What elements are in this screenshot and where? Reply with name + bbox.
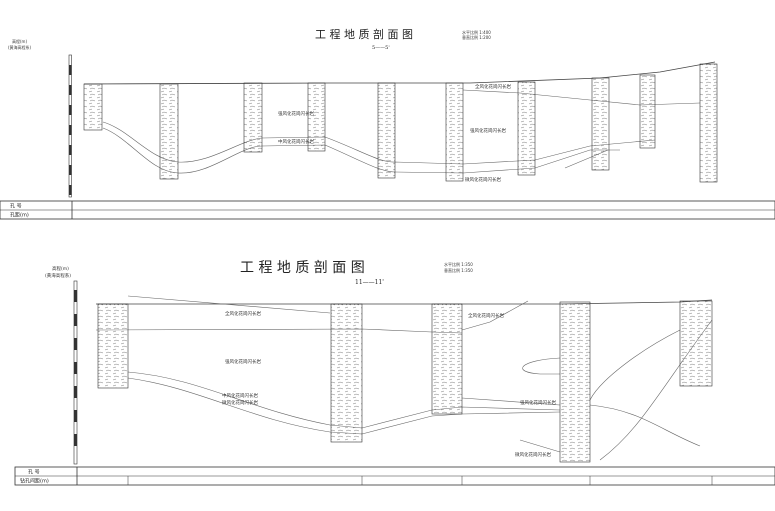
ground-line: [83, 61, 716, 85]
borehole: [97, 303, 129, 389]
scale-horizontal: 水平比例 1:350: [444, 261, 473, 267]
borehole: [243, 82, 263, 153]
borehole: [517, 81, 536, 176]
borehole: [679, 300, 713, 387]
layer-label: 微风化花岗闪长岩: [515, 451, 551, 458]
axis-label: 高程(m): [52, 265, 69, 272]
section-subtitle: 11——11': [355, 279, 384, 286]
layer-label: 强风化花岗闪长岩: [278, 110, 314, 117]
table-row-label: 孔 号: [28, 469, 40, 476]
data-table: 孔 号 钻孔间距(m): [14, 466, 775, 486]
layer-label: 中风化花岗闪长岩: [222, 392, 258, 399]
borehole: [159, 83, 179, 180]
borehole: [83, 83, 103, 131]
borehole: [431, 303, 463, 415]
boreholes: [97, 300, 713, 463]
layer-label: 强风化花岗闪长岩: [470, 127, 506, 134]
borehole: [591, 77, 610, 171]
elevation-scale-bar: [73, 280, 78, 465]
section-5-5: 工 程 地 质 剖 面 图 5——5' 水平比例 1:400 垂直比例 1:20…: [0, 27, 775, 220]
ground-line: [96, 299, 713, 305]
section-11-11: 工 程 地 质 剖 面 图 11——11' 水平比例 1:350 垂直比例 1:…: [14, 260, 775, 486]
borehole: [377, 82, 396, 179]
table-row-label: 孔 号: [10, 203, 22, 210]
layer-label: 中风化花岗闪长岩: [278, 138, 314, 145]
borehole: [330, 303, 363, 443]
layer-label: 全风化花岗闪长岩: [225, 310, 261, 317]
borehole: [699, 63, 718, 183]
lens-boundary: [522, 357, 561, 375]
layer-boundary-full: [462, 89, 701, 106]
scale-vertical: 垂直比例 1:200: [462, 34, 491, 40]
section-subtitle: 5——5': [372, 45, 390, 51]
table-row-label: 孔距(m): [10, 212, 29, 219]
scale-horizontal: 水平比例 1:400: [462, 29, 491, 35]
layer-boundary-moderate: [102, 127, 620, 174]
layer-label: 全风化花岗闪长岩: [468, 312, 504, 319]
layer-boundary-full: [95, 300, 529, 334]
table-row-label: 钻孔间距(m): [20, 478, 49, 485]
ground-line-slope: [127, 295, 331, 314]
layer-boundary-deep: [461, 397, 701, 453]
layer-label: 强风化花岗闪长岩: [520, 399, 556, 406]
borehole: [639, 74, 656, 149]
axis-datum: (黄海高程系): [45, 272, 71, 279]
section-title: 工 程 地 质 剖 面 图: [240, 260, 365, 276]
data-table: 孔 号 孔距(m): [0, 200, 775, 220]
boreholes: [83, 63, 718, 183]
axis-datum: (黄海高程系): [8, 44, 32, 50]
layer-label: 全风化花岗闪长岩: [475, 83, 511, 90]
layer-label: 微风化花岗闪长岩: [465, 176, 501, 183]
section-title: 工 程 地 质 剖 面 图: [315, 27, 413, 41]
layer-label: 微风化花岗闪长岩: [222, 399, 258, 406]
scale-vertical: 垂直比例 1:350: [444, 267, 473, 273]
borehole: [559, 301, 591, 463]
layer-label: 强风化花岗闪长岩: [225, 358, 261, 365]
axis-label: 高程(m): [12, 38, 27, 44]
borehole: [445, 82, 464, 182]
elevation-scale-bar: [68, 54, 72, 198]
borehole: [307, 82, 326, 152]
